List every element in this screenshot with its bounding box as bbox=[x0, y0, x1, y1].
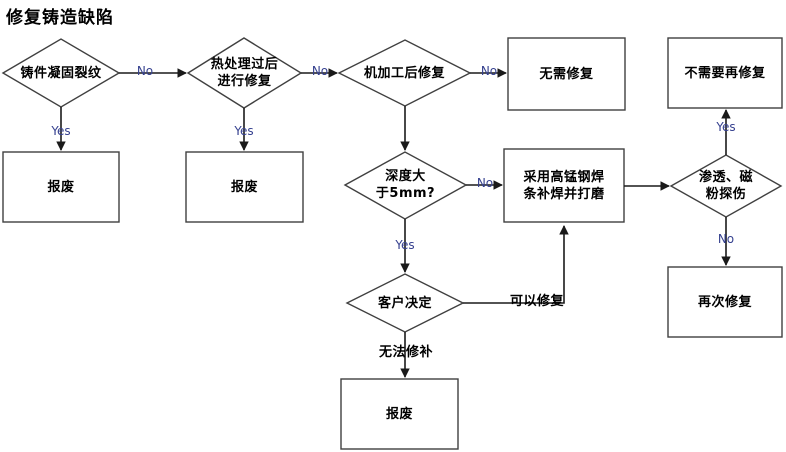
node-shape-d4 bbox=[343, 151, 468, 220]
node-shape-d3 bbox=[337, 39, 472, 107]
edge-label-d5-b7: 无法修补 bbox=[378, 345, 433, 360]
node-shape-b1 bbox=[2, 151, 120, 223]
page-title: 修复铸造缺陷 bbox=[6, 8, 114, 28]
edge-label-d3-b3: No bbox=[480, 64, 498, 78]
edge-label-d2-d3: No bbox=[311, 64, 329, 78]
edge-label-d6-b6: No bbox=[717, 232, 735, 246]
node-shape-b3 bbox=[507, 37, 626, 111]
edge-label-d2-b2: Yes bbox=[234, 124, 254, 138]
edge-label-d6-b4: Yes bbox=[716, 120, 736, 134]
node-shape-d5 bbox=[345, 273, 465, 333]
edge-label-d4-b5: No bbox=[476, 176, 494, 190]
edge-d5-b5 bbox=[463, 225, 569, 304]
node-shape-b4 bbox=[667, 37, 783, 109]
node-shape-b7 bbox=[340, 378, 459, 450]
node-shape-d6 bbox=[669, 154, 783, 218]
node-shape-b5 bbox=[503, 148, 625, 223]
node-shape-d2 bbox=[186, 37, 303, 109]
edge-label-d1-b1: Yes bbox=[51, 124, 71, 138]
edge-label-d5-b5: 可以修复 bbox=[510, 294, 565, 309]
edge-label-d4-d5: Yes bbox=[395, 238, 415, 252]
node-shape-d1 bbox=[1, 38, 121, 108]
edge-label-d1-d2: No bbox=[136, 64, 154, 78]
node-shape-b2 bbox=[185, 151, 304, 223]
node-shape-b6 bbox=[667, 266, 783, 338]
